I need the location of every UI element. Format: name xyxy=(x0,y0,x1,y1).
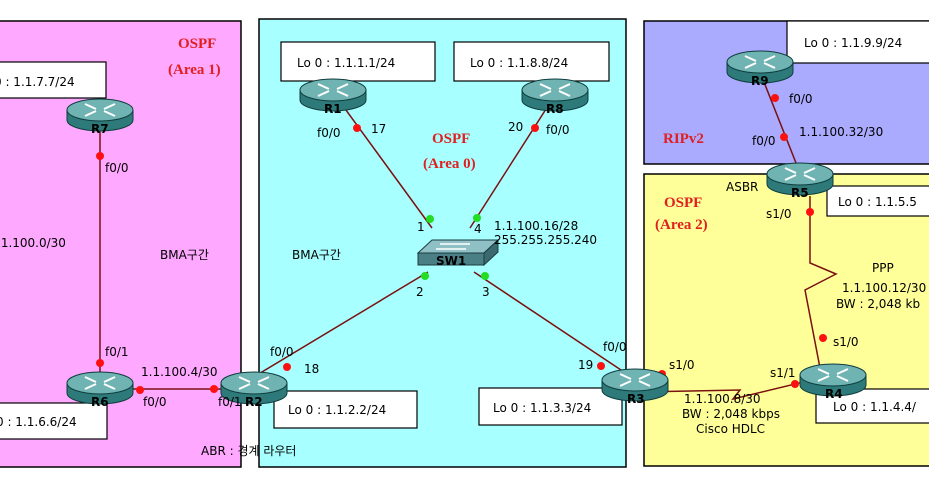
r8-f00-label: f0/0 xyxy=(546,123,570,137)
r4-name: R4 xyxy=(825,387,843,401)
r4-r5-bandwidth: BW : 2,048 kb xyxy=(836,297,920,311)
r3-loopback-box xyxy=(478,387,623,426)
r6-f00-label: f0/0 xyxy=(143,395,167,409)
r4-s11-label: s1/1 xyxy=(770,366,796,380)
sw1-port-3: 3 xyxy=(482,285,490,299)
asbr-note: ASBR xyxy=(726,180,758,194)
link-r8-sw1 xyxy=(469,94,556,229)
r3-loopback: Lo 0 : 1.1.3.3/24 xyxy=(493,401,591,415)
r8-loopback: Lo 0 : 1.1.8.8/24 xyxy=(470,56,568,70)
r9-loopback-box xyxy=(786,20,929,64)
r1-f00-label: f0/0 xyxy=(317,126,341,140)
area1-subtitle: (Area 1) xyxy=(168,62,221,78)
r7-loopback-box xyxy=(0,61,107,99)
r8-host-label: 20 xyxy=(508,120,523,134)
r5-s10-label: s1/0 xyxy=(766,207,792,221)
rip-title: RIPv2 xyxy=(663,131,704,147)
r3-name: R3 xyxy=(627,392,645,406)
r5-name: R5 xyxy=(791,186,809,200)
r3-r4-encapsulation: Cisco HDLC xyxy=(696,422,765,436)
r9-loopback: Lo 0 : 1.1.9.9/24 xyxy=(804,36,902,50)
r9-f00-label: f0/0 xyxy=(789,92,813,106)
r4-s10-label: s1/0 xyxy=(833,335,859,349)
link-r5-r4-ppp xyxy=(804,196,838,369)
link-r9-r5 xyxy=(759,71,799,169)
link-r1-sw1 xyxy=(334,94,433,229)
abr-note: ABR : 경계 라우터 xyxy=(201,444,296,458)
r3-r4-bandwidth: BW : 2,048 kbps xyxy=(682,407,780,421)
r6-loopback-box xyxy=(0,402,108,440)
r1-name: R1 xyxy=(324,102,342,116)
area0-lan-network: 1.1.100.16/28 xyxy=(494,219,578,233)
r5-f00-label: f0/0 xyxy=(752,134,776,148)
area0-segment-label: BMA구간 xyxy=(292,248,341,262)
r2-f00-label: f0/0 xyxy=(270,345,294,359)
r7-name: R7 xyxy=(91,122,109,136)
r1-loopback: Lo 0 : 1.1.1.1/24 xyxy=(297,56,395,70)
r1-host-label: 17 xyxy=(371,122,386,136)
link-r3-r4-hdlc xyxy=(639,377,821,401)
r5-loopback-box xyxy=(826,185,929,217)
area0-lan-mask: 255.255.255.240 xyxy=(494,233,597,247)
area2-subtitle: (Area 2) xyxy=(655,217,708,233)
r5-loopback: Lo 0 : 1.1.5.5 xyxy=(838,195,917,209)
r7-loopback: 0 : 1.1.7.7/24 xyxy=(0,75,75,89)
r6-name: R6 xyxy=(91,395,109,409)
r2-loopback-box xyxy=(273,390,418,429)
area2-title: OSPF xyxy=(664,195,702,211)
link-sw1-r2 xyxy=(251,271,429,379)
r3-host-label: 19 xyxy=(578,358,593,372)
area1-title: OSPF xyxy=(178,36,216,52)
r8-name: R8 xyxy=(546,102,564,116)
r9-name: R9 xyxy=(751,74,769,88)
sw1-port-2: 2 xyxy=(416,285,424,299)
r3-r4-network: 1.1.100.8/30 xyxy=(684,392,761,406)
switch-sw1-icon[interactable] xyxy=(416,238,500,267)
r7-f00-label: f0/0 xyxy=(105,161,129,175)
r6-r7-network: .1.100.0/30 xyxy=(0,236,66,250)
r5-r9-network: 1.1.100.32/30 xyxy=(799,125,883,139)
sw1-port-4: 4 xyxy=(474,222,482,236)
r4-r5-network: 1.1.100.12/30 xyxy=(842,281,926,295)
r3-f00-label: f0/0 xyxy=(603,340,627,354)
area0-title: OSPF xyxy=(432,131,470,147)
r6-f01-label: f0/1 xyxy=(105,345,129,359)
r6-loopback: 0 : 1.1.6.6/24 xyxy=(0,415,77,429)
r2-f01-label: f0/1 xyxy=(218,395,242,409)
sw1-name: SW1 xyxy=(436,254,466,268)
r2-name: R2 xyxy=(245,395,263,409)
r3-s10-label: s1/0 xyxy=(669,358,695,372)
r4-loopback: Lo 0 : 1.1.4.4/ xyxy=(833,400,917,414)
link-sw1-r3 xyxy=(473,271,634,379)
r8-loopback-box xyxy=(453,41,610,82)
sw1-port-1: 1 xyxy=(417,220,425,234)
area1-segment-label: BMA구간 xyxy=(160,248,209,262)
r2-loopback: Lo 0 : 1.1.2.2/24 xyxy=(288,403,386,417)
r6-r2-network: 1.1.100.4/30 xyxy=(141,365,218,379)
r1-loopback-box xyxy=(280,41,436,82)
r2-host-label: 18 xyxy=(304,362,319,376)
r4-r5-protocol: PPP xyxy=(872,261,894,275)
area0-subtitle: (Area 0) xyxy=(423,156,476,172)
